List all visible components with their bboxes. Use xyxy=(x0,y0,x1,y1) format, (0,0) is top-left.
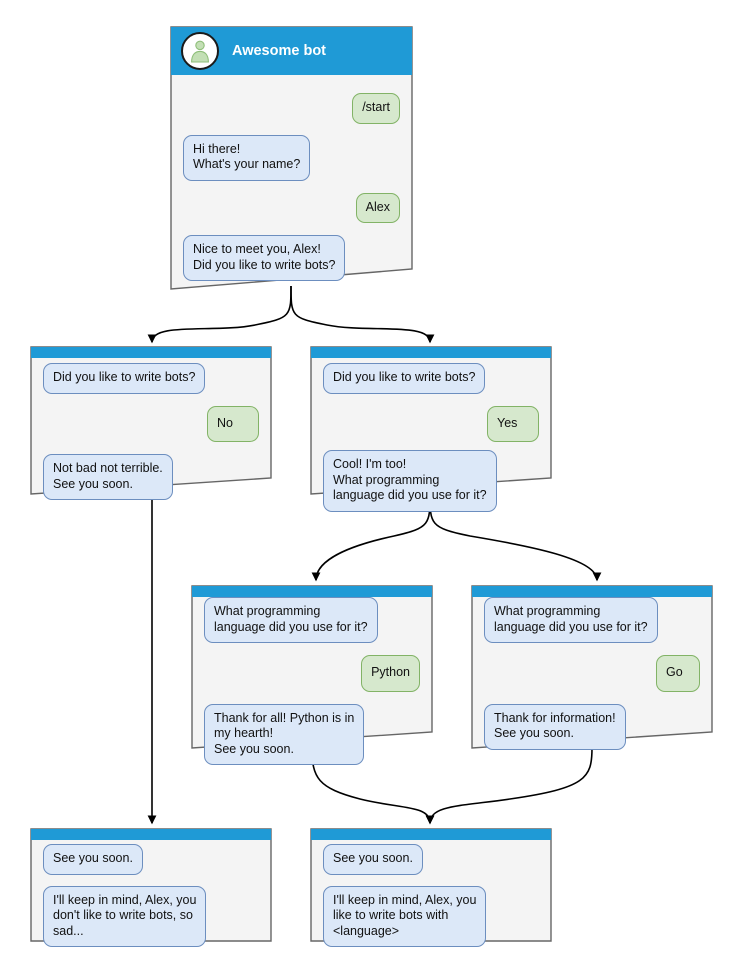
card-go-branch-messages: What programming language did you use fo… xyxy=(472,597,712,750)
user-bubble[interactable]: No xyxy=(207,405,259,442)
message-row: Thank for information! See you soon. xyxy=(484,703,700,750)
card-end-happy-header xyxy=(311,829,551,840)
message-row: Thank for all! Python is in my hearth! S… xyxy=(204,703,420,765)
message-row: Cool! I'm too! What programming language… xyxy=(323,450,539,512)
card-no-branch-messages: Did you like to write bots? No Not bad n… xyxy=(31,358,271,500)
card-yes-branch-messages: Did you like to write bots? Yes Cool! I'… xyxy=(311,358,551,512)
user-bubble[interactable]: /start xyxy=(352,93,400,124)
card-root-messages: /start Hi there! What's your name? Alex … xyxy=(171,85,412,281)
edge-go-to-end-happy xyxy=(425,747,593,825)
message-row: Hi there! What's your name? xyxy=(183,134,400,181)
user-bubble[interactable]: Python xyxy=(361,655,420,692)
bot-bubble[interactable]: What programming language did you use fo… xyxy=(204,597,378,643)
message-row: I'll keep in mind, Alex, you like to wri… xyxy=(323,885,539,947)
bot-bubble[interactable]: Cool! I'm too! What programming language… xyxy=(323,450,497,512)
card-end-sad-header xyxy=(31,829,271,840)
bot-bubble[interactable]: Not bad not terrible. See you soon. xyxy=(43,454,173,500)
message-row: Yes xyxy=(323,405,539,442)
card-root-header: Awesome bot xyxy=(171,27,412,75)
message-row: Python xyxy=(204,655,420,692)
card-python-branch[interactable]: What programming language did you use fo… xyxy=(191,585,433,765)
card-go-branch-header xyxy=(472,586,712,597)
message-row: I'll keep in mind, Alex, you don't like … xyxy=(43,885,259,947)
bot-bubble[interactable]: Did you like to write bots? xyxy=(43,363,206,394)
message-row: /start xyxy=(183,93,400,124)
card-no-branch[interactable]: Did you like to write bots? No Not bad n… xyxy=(30,346,272,500)
user-bubble[interactable]: Yes xyxy=(487,405,539,442)
edge-root-to-no xyxy=(147,285,292,344)
message-row: What programming language did you use fo… xyxy=(484,597,700,643)
card-python-branch-messages: What programming language did you use fo… xyxy=(192,597,432,765)
bot-bubble[interactable]: Thank for all! Python is in my hearth! S… xyxy=(204,703,365,765)
message-row: See you soon. xyxy=(43,844,259,875)
user-bubble[interactable]: Go xyxy=(656,655,700,692)
card-python-branch-header xyxy=(192,586,432,597)
bot-bubble[interactable]: See you soon. xyxy=(43,844,143,875)
person-avatar-icon xyxy=(181,32,219,70)
card-no-branch-header xyxy=(31,347,271,358)
bot-title: Awesome bot xyxy=(232,43,327,59)
card-yes-branch[interactable]: Did you like to write bots? Yes Cool! I'… xyxy=(310,346,552,512)
message-row: No xyxy=(43,405,259,442)
bot-bubble[interactable]: I'll keep in mind, Alex, you like to wri… xyxy=(323,885,487,947)
user-bubble[interactable]: Alex xyxy=(355,192,400,223)
bot-bubble[interactable]: Did you like to write bots? xyxy=(323,363,486,394)
bot-bubble[interactable]: Thank for information! See you soon. xyxy=(484,703,626,750)
message-row: Not bad not terrible. See you soon. xyxy=(43,454,259,500)
card-yes-branch-header xyxy=(311,347,551,358)
bot-bubble[interactable]: I'll keep in mind, Alex, you don't like … xyxy=(43,885,207,947)
card-end-sad-messages: See you soon. I'll keep in mind, Alex, y… xyxy=(31,840,271,947)
card-end-sad[interactable]: See you soon. I'll keep in mind, Alex, y… xyxy=(30,828,272,947)
card-go-branch[interactable]: What programming language did you use fo… xyxy=(471,585,713,750)
message-row: See you soon. xyxy=(323,844,539,875)
bot-bubble[interactable]: Nice to meet you, Alex! Did you like to … xyxy=(183,235,346,281)
card-end-happy-messages: See you soon. I'll keep in mind, Alex, y… xyxy=(311,840,551,947)
bot-bubble[interactable]: Hi there! What's your name? xyxy=(183,134,311,181)
message-row: Nice to meet you, Alex! Did you like to … xyxy=(183,235,400,281)
message-row: Go xyxy=(484,655,700,692)
card-end-happy[interactable]: See you soon. I'll keep in mind, Alex, y… xyxy=(310,828,552,947)
bot-bubble[interactable]: See you soon. xyxy=(323,844,423,875)
bot-bubble[interactable]: What programming language did you use fo… xyxy=(484,597,658,643)
message-row: Did you like to write bots? xyxy=(323,363,539,394)
message-row: What programming language did you use fo… xyxy=(204,597,420,643)
message-row: Did you like to write bots? xyxy=(43,363,259,394)
edge-root-to-yes xyxy=(290,285,435,344)
card-root[interactable]: Awesome bot /start Hi there! What's your… xyxy=(170,26,413,290)
message-row: Alex xyxy=(183,192,400,223)
